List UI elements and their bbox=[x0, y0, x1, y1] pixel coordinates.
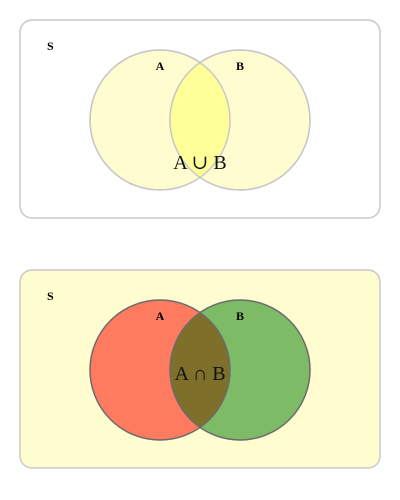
set-b-label: B bbox=[236, 59, 244, 73]
circle-a-outline bbox=[89, 299, 231, 441]
intersection-diagram: S A B A ∩ B bbox=[19, 269, 381, 469]
operation-label: A ∪ B bbox=[173, 152, 226, 174]
set-a-label: A bbox=[156, 309, 165, 323]
universe-label: S bbox=[47, 39, 54, 53]
overlap-region bbox=[170, 50, 230, 190]
set-b-label: B bbox=[236, 309, 244, 323]
circle-a-outline bbox=[89, 49, 231, 191]
circle-b-outline bbox=[169, 299, 311, 441]
universe-label: S bbox=[47, 289, 54, 303]
union-diagram: S A B A ∪ B bbox=[19, 19, 381, 219]
overlap-region bbox=[170, 300, 230, 440]
set-a-label: A bbox=[156, 59, 165, 73]
circle-b-outline bbox=[169, 49, 311, 191]
operation-label: A ∩ B bbox=[174, 363, 225, 385]
